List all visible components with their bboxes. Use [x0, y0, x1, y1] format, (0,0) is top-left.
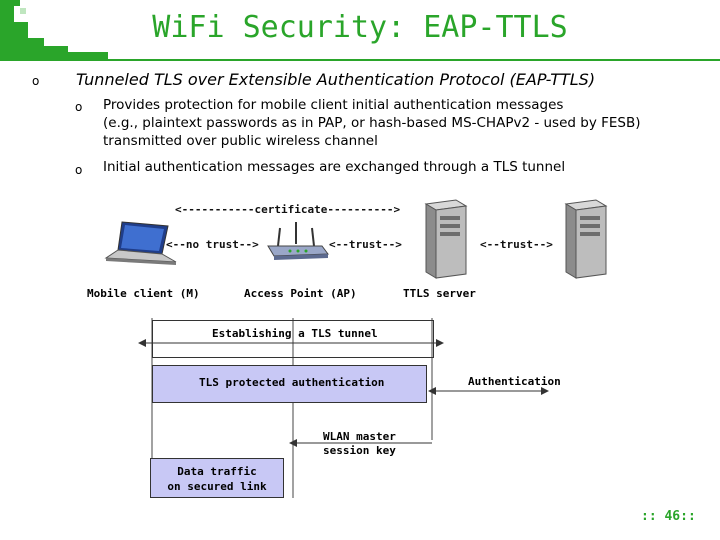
corner-decoration	[0, 0, 108, 60]
sub-bullet-1-line: (e.g., plaintext passwords as in PAP, or…	[103, 115, 641, 131]
authentication-arrow	[428, 387, 549, 395]
wlan-key-arrow	[289, 439, 432, 447]
trust-mid-arrow-label: <--trust-->	[329, 238, 402, 251]
slide-title: WiFi Security: EAP-TTLS	[152, 10, 568, 45]
title-rule	[0, 59, 720, 61]
sub-bullet-1-line: Provides protection for mobile client in…	[103, 97, 564, 113]
sub-bullet-marker: o	[75, 100, 83, 114]
wireless-router-icon	[267, 222, 329, 260]
sub-bullet-2-line: Initial authentication messages are exch…	[103, 159, 566, 175]
sub-bullet-1: Provides protection for mobile client in…	[103, 96, 663, 150]
page-number: :: 46::	[641, 509, 696, 524]
bullet-marker: o	[32, 74, 40, 88]
sub-bullet-1-line: transmitted over public wireless channel	[103, 133, 378, 149]
data-traffic-box	[150, 458, 284, 498]
ap-label: Access Point (AP)	[244, 287, 357, 300]
trust-right-arrow-label: <--trust-->	[480, 238, 553, 251]
data-traffic-line: Data traffic	[177, 465, 257, 478]
wlan-key-line: session key	[323, 444, 396, 457]
tls-auth-box	[152, 365, 427, 403]
authentication-label: Authentication	[468, 375, 561, 388]
wlan-key-label: WLAN master session key	[323, 430, 396, 458]
data-traffic-line: on secured link	[167, 480, 267, 493]
sub-bullet-marker: o	[75, 163, 83, 177]
no-trust-arrow-label: <--no trust-->	[166, 238, 259, 251]
tls-tunnel-label: Establishing a TLS tunnel	[212, 327, 378, 340]
tls-tunnel-box	[152, 320, 434, 358]
data-traffic-label: Data traffic on secured link	[150, 464, 284, 494]
wlan-key-line: WLAN master	[323, 430, 396, 443]
certificate-arrow-label: <-----------certificate---------->	[175, 203, 401, 216]
bullet-main: Tunneled TLS over Extensible Authenticat…	[76, 70, 596, 89]
laptop-icon	[104, 221, 177, 265]
server-tower-icon	[424, 199, 468, 279]
tls-auth-label: TLS protected authentication	[199, 376, 385, 389]
server-tower-icon	[564, 199, 608, 279]
sub-bullet-2: Initial authentication messages are exch…	[103, 158, 663, 176]
tls-tunnel-arrow	[138, 339, 444, 347]
server-label: TTLS server	[403, 287, 476, 300]
client-label: Mobile client (M)	[87, 287, 200, 300]
